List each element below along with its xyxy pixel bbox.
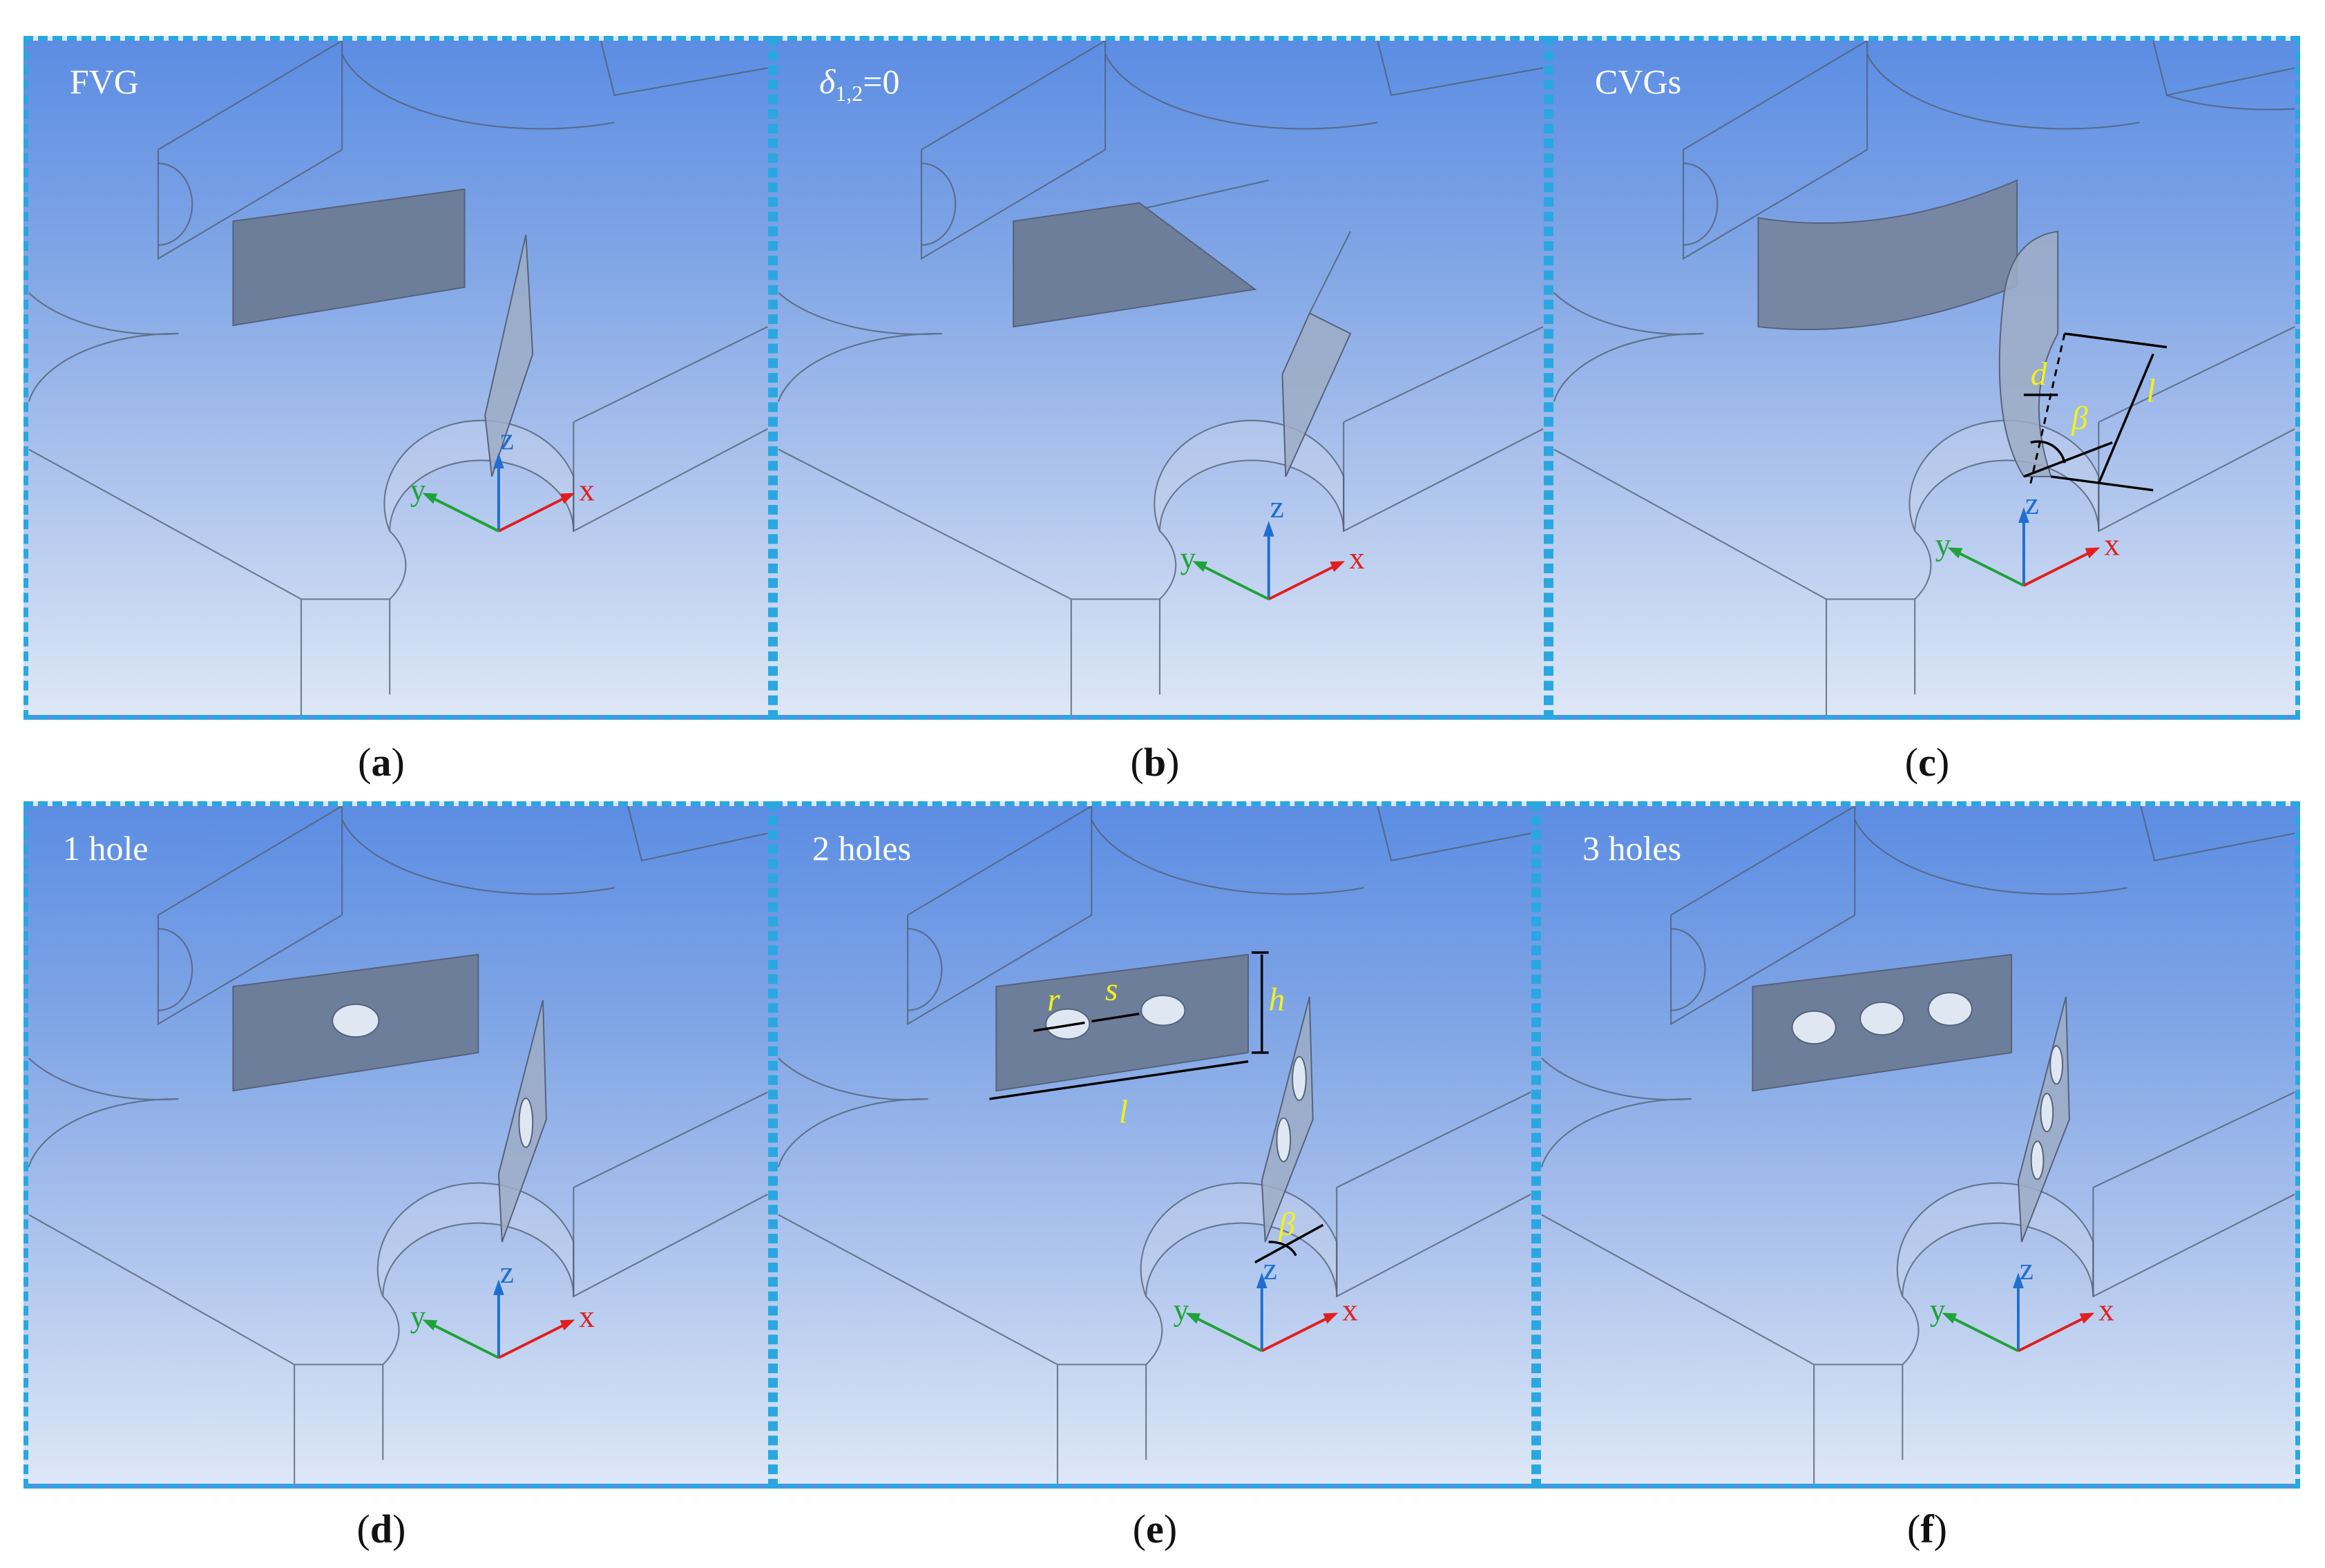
panel-a-drawing: z y x — [28, 41, 768, 715]
panel-e-drawing: r s h l β z y x — [778, 806, 1531, 1484]
z-axis-label: z — [2025, 486, 2039, 521]
axis-triad: z y x — [410, 422, 595, 533]
y-axis-label: y — [1180, 541, 1196, 575]
rectangular-vortex-generator — [995, 953, 1250, 1092]
x-axis-label: x — [2104, 527, 2120, 562]
x-axis-label: x — [1349, 541, 1365, 575]
hole — [2040, 1093, 2054, 1133]
hole — [1045, 1008, 1091, 1040]
hole — [2030, 1140, 2045, 1180]
triangular-vortex-generator — [1013, 202, 1257, 328]
curved-side-vortex-generator — [1998, 230, 2059, 477]
panel-title: 3 holes — [1582, 829, 1682, 868]
axis-triad: z y x — [1930, 1252, 2114, 1352]
caption-e: (e) — [1132, 1507, 1178, 1551]
channel-geometry — [778, 806, 1531, 1484]
hole — [1927, 992, 1973, 1026]
z-axis-label: z — [500, 1255, 514, 1290]
panel-c: d β l z y x CVGs — [1549, 36, 2300, 720]
dimension-s-label: s — [1105, 972, 1118, 1008]
panel-title: 1 hole — [63, 829, 149, 868]
z-axis-label: z — [500, 422, 514, 457]
caption-d: (d) — [356, 1507, 406, 1551]
hole — [1140, 995, 1186, 1026]
panel-d-drawing: z y x — [28, 806, 768, 1484]
hole — [1859, 1001, 1905, 1036]
channel-geometry — [28, 41, 768, 715]
dimension-annotations: r s h l β — [989, 951, 1324, 1264]
panel-title: 2 holes — [812, 829, 912, 868]
curved-vortex-generator — [1757, 179, 2018, 330]
channel-geometry — [1541, 806, 2295, 1484]
hole — [1292, 1055, 1307, 1101]
hole — [1791, 1010, 1837, 1045]
dimension-beta-label: β — [2071, 401, 2088, 437]
side-vortex-generator — [484, 234, 534, 477]
z-axis-label: z — [1270, 490, 1284, 524]
dimension-l-label: l — [2146, 374, 2155, 410]
rectangular-vortex-generator — [232, 188, 466, 327]
panel-b: z y x δ1,2=0 — [773, 36, 1549, 720]
panel-a: z y x FVG — [23, 36, 773, 720]
side-vortex-generator — [1281, 312, 1352, 477]
channel-geometry — [28, 806, 768, 1484]
panel-title: CVGs — [1595, 62, 1682, 101]
z-axis-label: z — [2020, 1252, 2034, 1286]
channel-geometry — [778, 41, 1544, 715]
caption-c: (c) — [1904, 740, 1950, 785]
caption-a: (a) — [358, 740, 405, 785]
panel-title: FVG — [70, 62, 140, 101]
panel-d: z y x 1 hole — [23, 801, 773, 1489]
panel-b-drawing: z y x — [778, 41, 1544, 715]
y-axis-label: y — [1930, 1292, 1946, 1327]
z-axis-label: z — [1263, 1252, 1277, 1286]
x-axis-label: x — [579, 1299, 595, 1334]
hole — [332, 1003, 380, 1038]
dimension-r-label: r — [1047, 982, 1060, 1018]
x-axis-label: x — [1342, 1292, 1358, 1327]
caption-f: (f) — [1907, 1507, 1947, 1551]
hole — [1276, 1117, 1292, 1163]
dimension-d-label: d — [2031, 356, 2047, 392]
x-axis-label: x — [2098, 1292, 2114, 1327]
hole — [518, 1097, 534, 1148]
y-axis-label: y — [410, 1299, 426, 1334]
panel-f-drawing: z y x — [1541, 806, 2295, 1484]
x-axis-label: x — [579, 472, 595, 507]
axis-triad: z y x — [1174, 1252, 1358, 1352]
dimension-annotations: d β l — [2023, 332, 2168, 492]
y-axis-label: y — [1935, 527, 1951, 562]
axis-triad: z y x — [1180, 490, 1365, 601]
dimension-h-label: h — [1269, 982, 1285, 1018]
dimension-beta-label: β — [1278, 1207, 1295, 1243]
channel-geometry — [1553, 41, 2295, 715]
caption-b: (b) — [1130, 740, 1180, 785]
axis-triad: z y x — [410, 1255, 595, 1359]
dimension-l-label: l — [1119, 1094, 1128, 1130]
panel-f: z y x 3 holes — [1536, 801, 2300, 1489]
panel-title: δ1,2=0 — [819, 62, 900, 106]
y-axis-label: y — [1174, 1292, 1189, 1327]
panel-c-drawing: d β l z y x — [1553, 41, 2295, 715]
axis-triad: z y x — [1935, 486, 2120, 587]
hole — [2049, 1045, 2064, 1085]
y-axis-label: y — [410, 472, 426, 507]
panel-e: r s h l β z y x 2 holes — [773, 801, 1536, 1489]
